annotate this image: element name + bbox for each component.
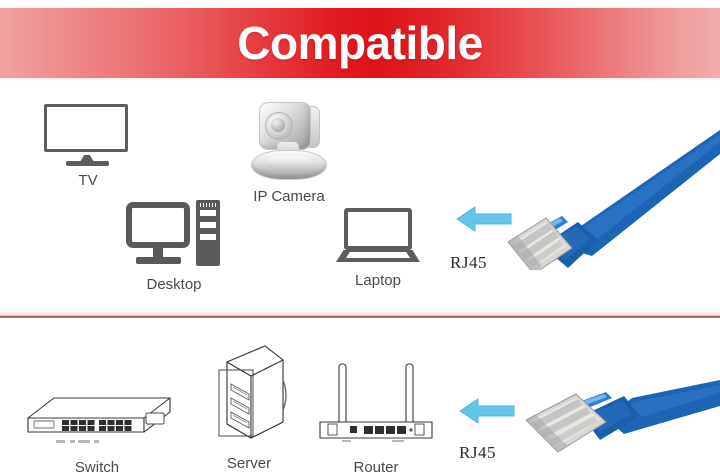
device-tile-switch: Switch <box>18 382 176 474</box>
header-banner: Compatible <box>0 8 720 78</box>
section-divider <box>0 310 720 318</box>
device-tile-tv: TV <box>44 104 132 189</box>
device-tile-server: Server <box>207 340 291 472</box>
device-tile-router: Router <box>314 360 438 474</box>
wifi-router-icon <box>314 360 438 453</box>
device-tile-laptop: Laptop <box>336 208 420 289</box>
ethernet-cable-top <box>506 120 720 275</box>
ip-camera-icon <box>243 100 335 182</box>
device-label-router: Router <box>353 459 399 474</box>
left-arrow-icon-bottom <box>458 396 516 431</box>
page-title: Compatible <box>237 17 483 69</box>
desktop-computer-icon <box>126 200 222 270</box>
device-label-switch: Switch <box>74 459 120 474</box>
laptop-icon <box>336 208 420 266</box>
device-label-tv: TV <box>78 172 98 189</box>
rj45-label-bottom: RJ45 <box>459 443 496 462</box>
server-rack-icon <box>207 340 291 449</box>
device-label-server: Server <box>226 455 272 472</box>
rj45-label-top: RJ45 <box>450 253 487 272</box>
device-label-laptop: Laptop <box>355 272 401 289</box>
ethernet-cable-bottom <box>520 372 720 474</box>
device-label-desktop: Desktop <box>146 276 202 293</box>
device-tile-desktop: Desktop <box>126 200 222 293</box>
device-tile-ip-camera: IP Camera <box>243 100 335 205</box>
left-arrow-icon-top <box>455 204 513 239</box>
device-label-ip-camera: IP Camera <box>253 188 325 205</box>
tv-icon <box>44 104 132 166</box>
network-switch-icon <box>18 382 176 453</box>
